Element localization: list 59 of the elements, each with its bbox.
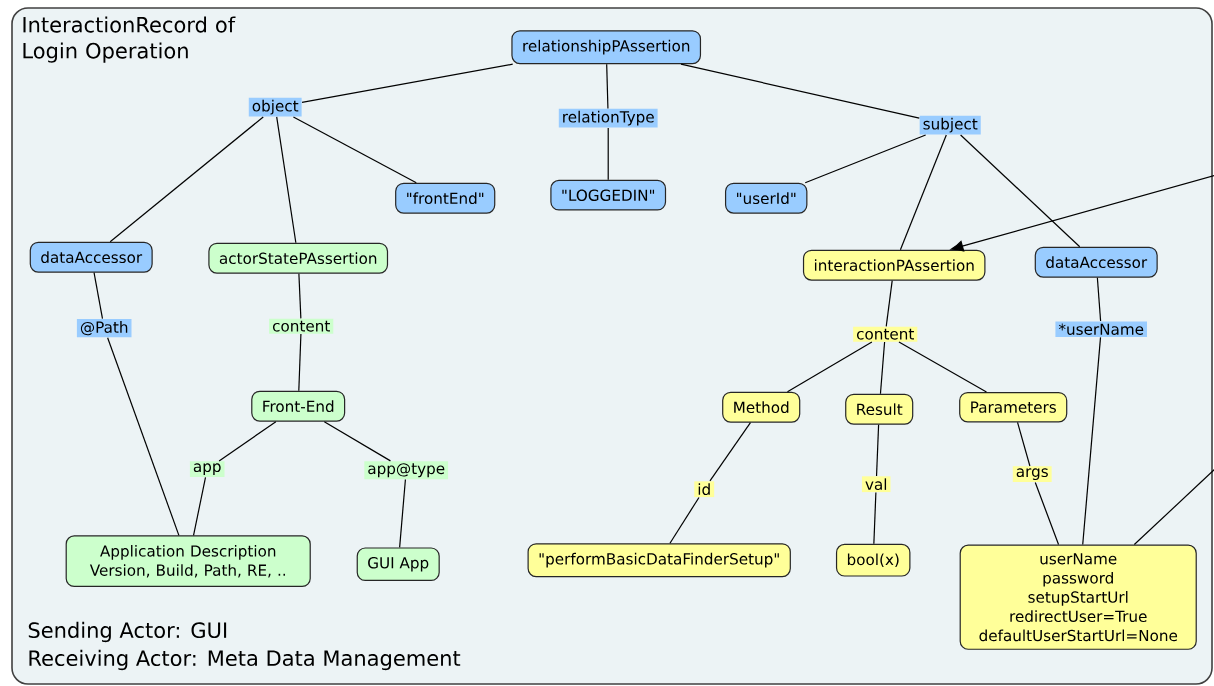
connector-line xyxy=(899,134,947,251)
connector-line xyxy=(960,134,1081,248)
concept-box: userName password setupStartUrl redirectUser=True defaultUserStartUrl=None xyxy=(959,544,1197,650)
concept-box: relationshipPAssertion xyxy=(511,30,702,65)
connector-line xyxy=(1133,467,1214,546)
connector-line xyxy=(1096,277,1102,322)
connector-line xyxy=(885,280,893,327)
concept-box: "LOGGEDIN" xyxy=(550,179,667,211)
link-label: *userName xyxy=(1055,321,1147,337)
concept-box: Parameters xyxy=(959,391,1068,423)
concept-box: actorStatePAssertion xyxy=(208,242,389,274)
connector-line xyxy=(873,491,877,545)
link-label: app@type xyxy=(364,461,449,480)
concept-box: dataAccessor xyxy=(29,241,153,273)
link-label: args xyxy=(1012,466,1052,483)
concept-box: bool(x) xyxy=(835,543,911,577)
connector-line xyxy=(93,272,104,320)
actor-note: Receiving Actor: Meta Data Management xyxy=(29,649,461,671)
link-label: val xyxy=(861,476,891,493)
concept-box: "frontEnd" xyxy=(395,182,496,214)
link-label: id xyxy=(694,481,715,498)
arrow xyxy=(950,174,1214,252)
connector-line xyxy=(680,63,920,119)
concept-box: Application Description Version, Build, Path, RE, .. xyxy=(65,535,311,588)
connector-line xyxy=(323,421,392,462)
connector-line xyxy=(898,341,988,393)
connector-line xyxy=(109,116,264,243)
link-label: app xyxy=(189,461,225,478)
connector-line xyxy=(399,478,407,548)
connector-line xyxy=(669,496,700,544)
concept-box: Result xyxy=(845,393,914,425)
connector-line xyxy=(879,341,886,395)
actor-note: Sending Actor: GUI xyxy=(28,621,227,643)
connector-line xyxy=(1034,481,1060,546)
connector-line xyxy=(709,422,752,482)
connector-line xyxy=(298,333,302,392)
connector-line xyxy=(1016,421,1031,467)
connector-line xyxy=(218,421,277,462)
concept-box: Front-End xyxy=(251,390,346,422)
concept-box: GUI App xyxy=(356,547,440,582)
link-label: @Path xyxy=(76,319,132,338)
connector-line xyxy=(786,341,873,393)
connector-line xyxy=(292,116,417,184)
concept-box: interactionPAssertion xyxy=(802,249,986,281)
connector-line xyxy=(276,116,297,244)
connector-line xyxy=(606,63,609,110)
connector-line xyxy=(298,273,302,319)
connector-line xyxy=(107,337,180,536)
connector-line xyxy=(301,63,514,103)
concept-box: "userId" xyxy=(725,182,808,214)
connector-line xyxy=(192,476,207,536)
connector-line xyxy=(607,127,609,181)
title: InteractionRecord of Login Operation xyxy=(23,16,236,63)
connector-line xyxy=(1082,336,1102,546)
concept-box: "performBasicDataFinderSetup" xyxy=(527,543,791,578)
connector-line xyxy=(804,134,927,184)
concept-box: Method xyxy=(722,391,801,423)
concept-box: dataAccessor xyxy=(1034,246,1158,278)
connector-line xyxy=(875,424,880,477)
